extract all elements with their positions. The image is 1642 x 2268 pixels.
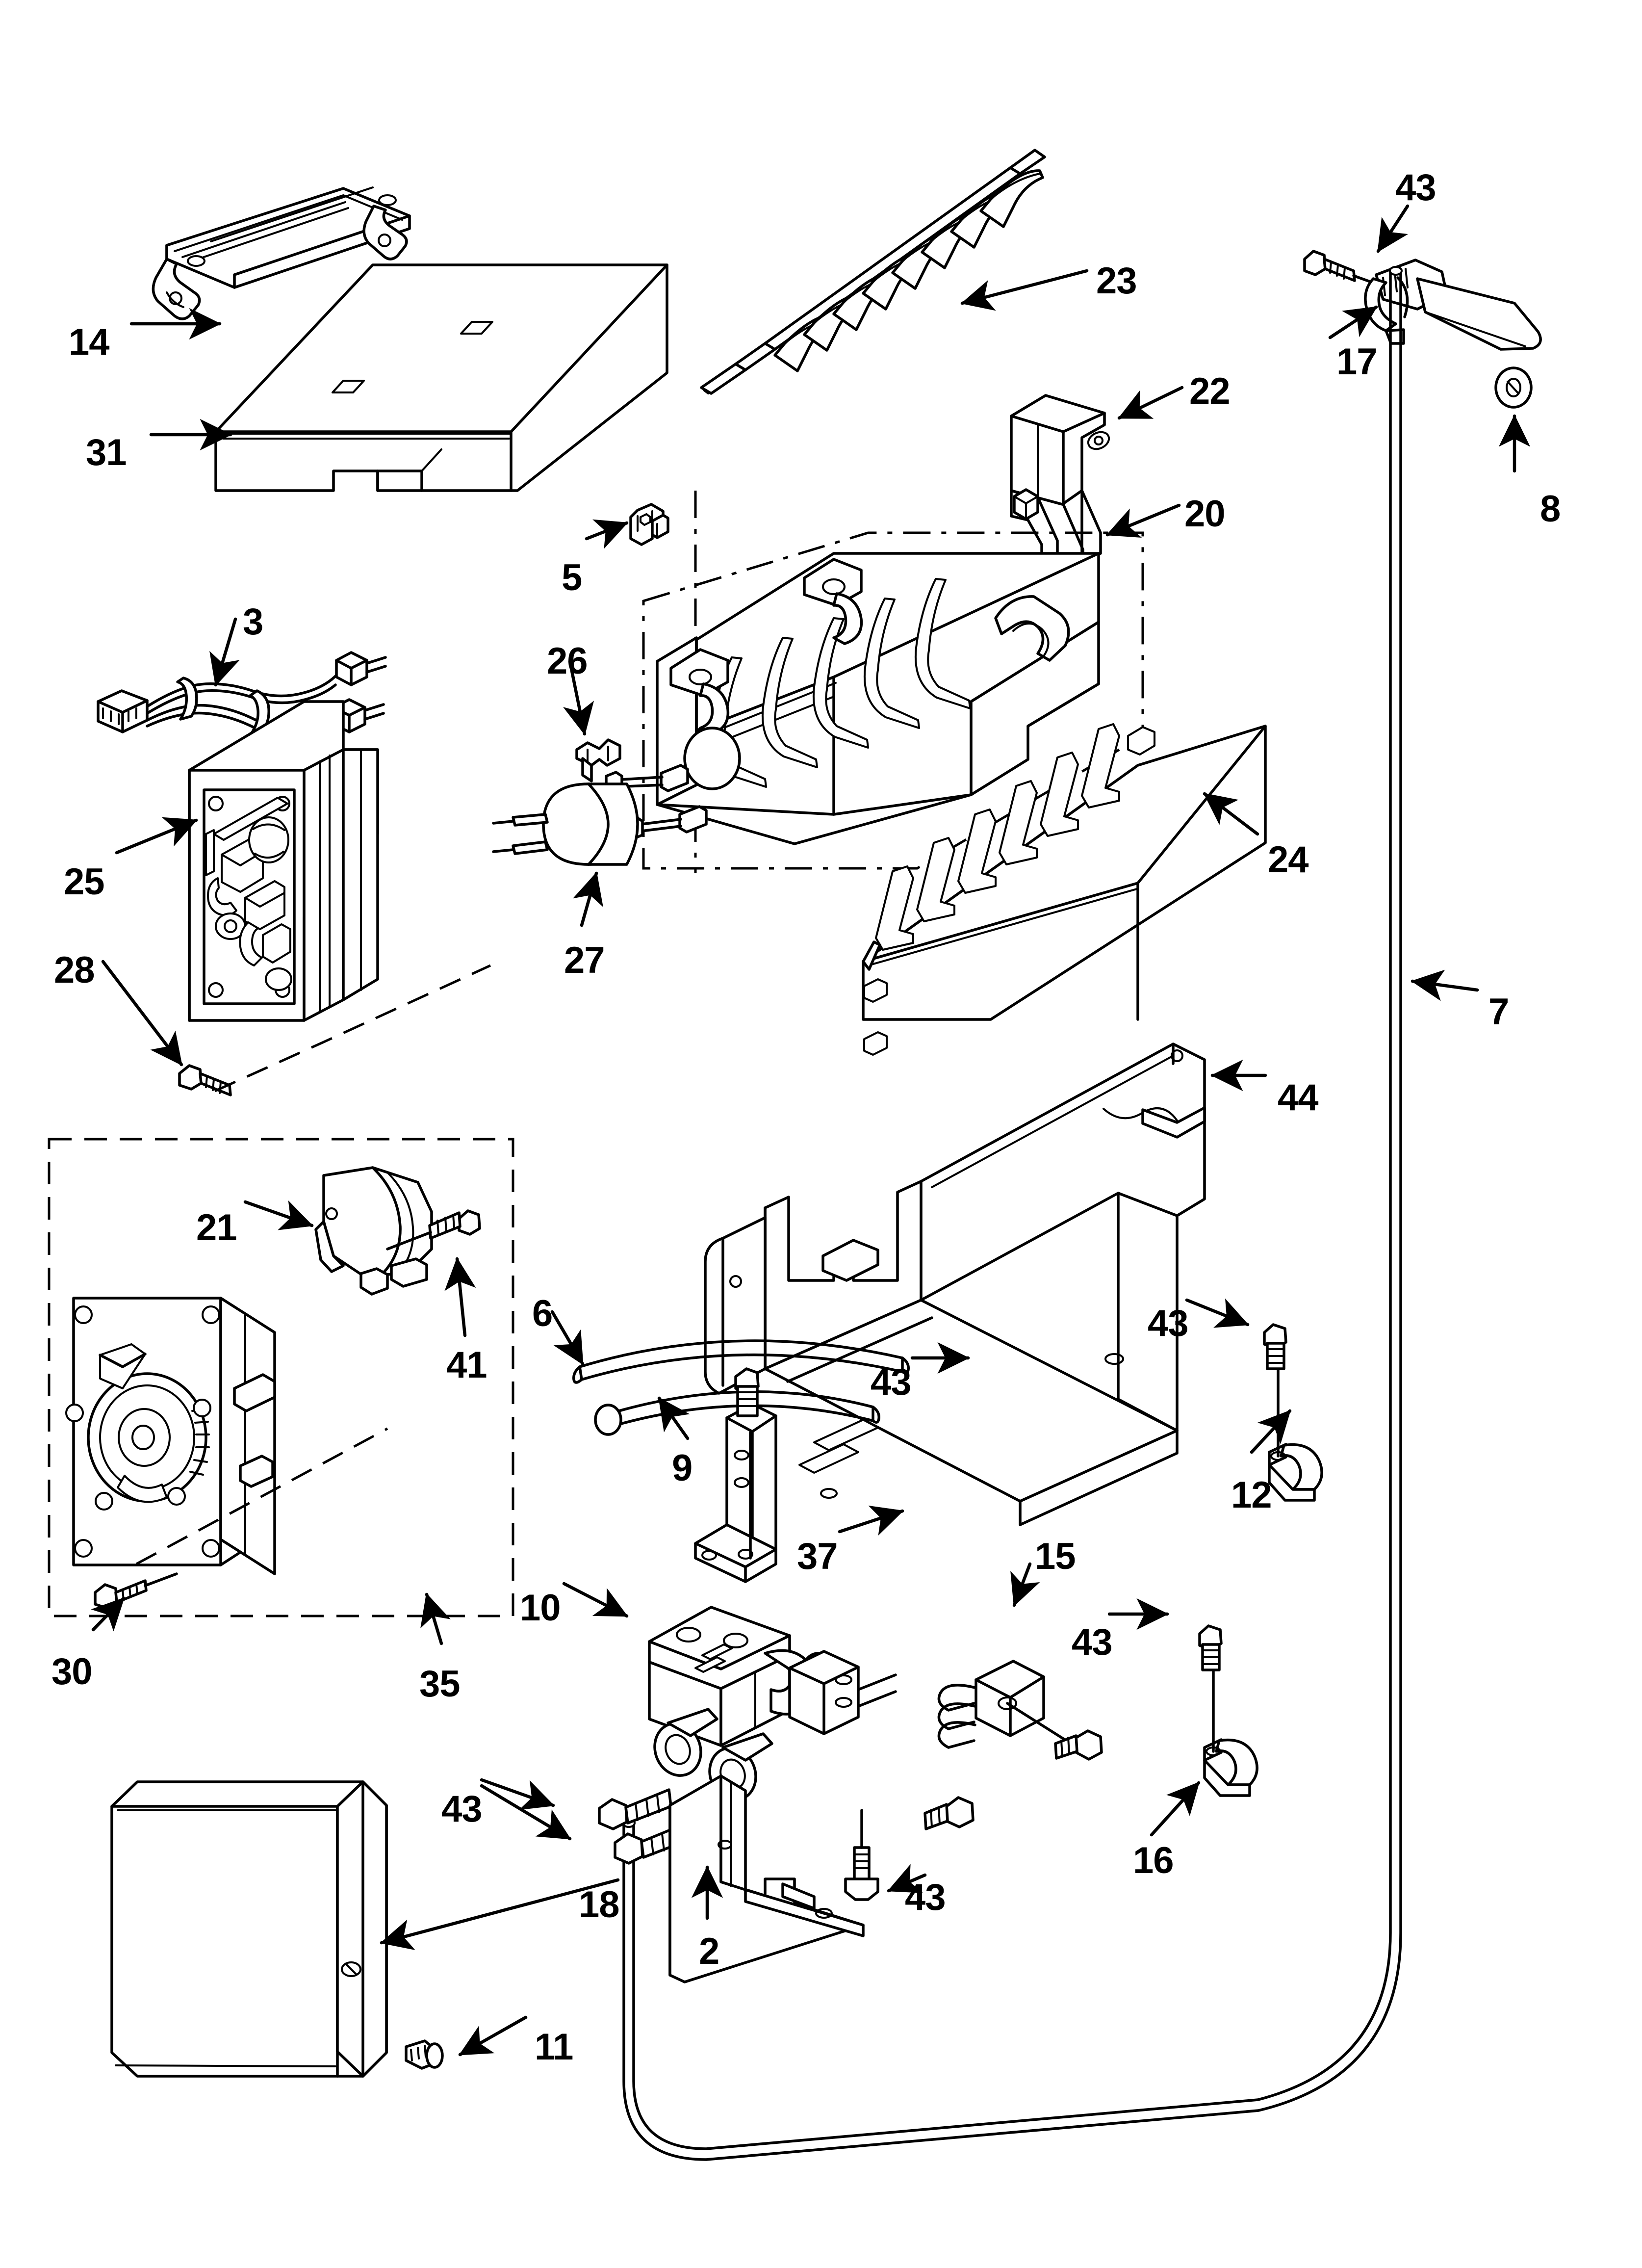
part-10-water-inlet-valve — [648, 1606, 897, 1801]
callout-label: 31 — [86, 432, 127, 473]
part-37-bracket — [694, 1367, 777, 1583]
part-31-cover-panel — [214, 263, 668, 492]
callout-label: 41 — [446, 1344, 487, 1386]
callout-label: 21 — [196, 1207, 237, 1249]
part-43-screw-right — [924, 1796, 975, 1830]
callout-label: 11 — [535, 2026, 573, 2068]
callout-label: 23 — [1096, 260, 1137, 302]
part-16-tubing-clamp-lower — [1203, 1656, 1258, 1797]
leader-lines — [91, 204, 1531, 2057]
callout-label: 43 — [1072, 1621, 1113, 1663]
part-20-ice-mold — [605, 552, 1100, 845]
callout-label: 44 — [1278, 1077, 1319, 1119]
callout-label: 27 — [564, 939, 605, 981]
callout-label: 30 — [51, 1651, 93, 1693]
callout-label: 43 — [871, 1361, 912, 1403]
callout-label: 14 — [69, 321, 110, 363]
callout-label: 22 — [1189, 370, 1231, 412]
part-14-hinge-rail — [152, 186, 411, 320]
part-35-gearcase — [65, 1297, 388, 1575]
assembly-boundary-gearcase — [48, 1138, 514, 1617]
part-6-fill-tube — [572, 1339, 910, 1384]
callout-label: 43 — [1395, 167, 1437, 209]
callout-label: 9 — [672, 1447, 693, 1489]
part-11-push-pin — [405, 2039, 444, 2070]
part-22-fill-cup — [1010, 394, 1110, 567]
callout-label: 20 — [1184, 493, 1226, 535]
callout-label: 17 — [1336, 341, 1378, 383]
part-18-ice-bin — [110, 1780, 388, 2078]
part-30-screw — [94, 1572, 178, 1610]
part-43-screw-clamp-lower — [1198, 1624, 1223, 1671]
part-44-support-housing — [704, 1043, 1206, 1526]
callout-label: 43 — [441, 1788, 483, 1830]
callout-label: 28 — [54, 949, 95, 991]
callout-label: 43 — [905, 1877, 946, 1918]
part-23-ejector-blade — [700, 149, 1046, 395]
callout-label: 37 — [797, 1536, 838, 1577]
callout-label: 8 — [1540, 488, 1561, 530]
part-41-screw — [386, 1209, 481, 1251]
part-27-mold-heater — [492, 782, 639, 866]
callout-label: 16 — [1133, 1840, 1174, 1881]
callout-label: 15 — [1035, 1536, 1076, 1577]
callout-label: 24 — [1268, 839, 1309, 881]
part-43-screw-clamp-upper — [1263, 1323, 1287, 1370]
part-5-mounting-clip — [629, 503, 669, 546]
part-15-wire-retainer — [937, 1660, 1103, 1761]
callout-label: 2 — [699, 1930, 719, 1972]
callout-label: 18 — [579, 1884, 620, 1926]
part-17-fill-tube-clip — [1303, 250, 1542, 409]
callout-label: 12 — [1231, 1474, 1272, 1516]
assembly-boundary-mold — [642, 491, 1144, 873]
callout-label: 3 — [243, 601, 263, 643]
part-24-ice-stripper — [862, 723, 1267, 1056]
part-2-valve-bracket — [668, 1774, 865, 1983]
part-21-drive-motor — [314, 1166, 433, 1296]
callout-label: 6 — [532, 1293, 553, 1334]
callout-label: 25 — [64, 861, 105, 903]
callout-label: 43 — [1148, 1303, 1189, 1344]
part-25-control-module — [188, 700, 379, 1022]
part-43-pin-center — [844, 1809, 879, 1901]
callout-label: 26 — [547, 640, 588, 682]
callout-label: 5 — [562, 557, 582, 599]
callout-label: 10 — [520, 1587, 561, 1629]
part-26-coupler — [575, 738, 621, 782]
callout-label: 35 — [419, 1663, 461, 1705]
callout-label: 7 — [1488, 991, 1509, 1033]
part-28-screw — [178, 964, 491, 1096]
part-12-tubing-clamp — [1268, 1355, 1323, 1502]
